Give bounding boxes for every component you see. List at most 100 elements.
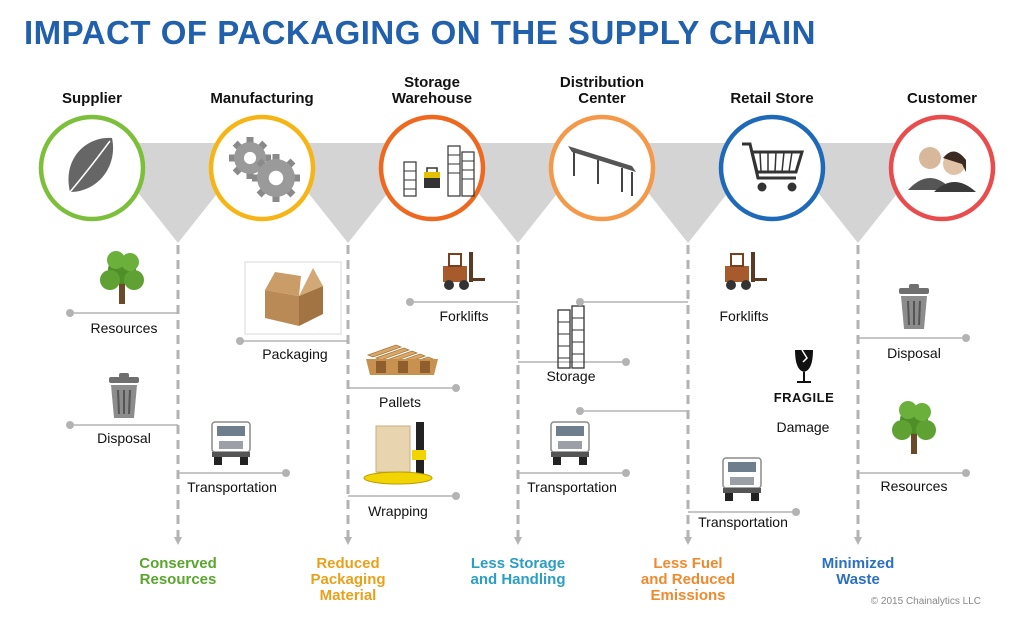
connector-dot (792, 508, 800, 516)
item-label: Resources (91, 320, 158, 336)
pallet-icon (366, 344, 438, 375)
box-front (265, 290, 299, 326)
conveyor-belt (568, 146, 636, 172)
connector-dot (576, 298, 584, 306)
person-hair (943, 151, 966, 172)
impact-item: Transportation (178, 421, 290, 495)
item-label: Damage (777, 419, 830, 435)
item-label: Transportation (187, 479, 277, 495)
stage-circle (548, 114, 656, 222)
cart-wire (788, 151, 793, 173)
cardboard-box-icon (244, 261, 342, 335)
stage-leaf: Supplier (38, 90, 146, 222)
gear-hole (243, 151, 257, 165)
box-flap (299, 268, 323, 296)
page-title: IMPACT OF PACKAGING ON THE SUPPLY CHAIN (24, 14, 817, 51)
trash-can-icon (898, 283, 930, 330)
fragile-icon: FRAGILE (774, 349, 835, 405)
connector-dot (406, 298, 414, 306)
copyright-text: © 2015 Chainalytics LLC (871, 596, 981, 607)
impact-item: Resources (858, 401, 970, 494)
box-side (299, 286, 323, 326)
column-1: ResourcesDisposalTransportationConserved… (66, 251, 290, 588)
connector-dot (282, 469, 290, 477)
connector-dot (236, 337, 244, 345)
rack (461, 151, 475, 197)
fragile-mark: FRAGILE (774, 390, 835, 405)
wrapper-carriage (412, 450, 426, 460)
column-2: PackagingPalletsWrappingReducedPackaging… (236, 261, 460, 604)
stage-label: Retail Store (730, 90, 813, 107)
connector-dot (962, 334, 970, 342)
cart-basket (750, 150, 805, 174)
trash-can-icon (108, 372, 140, 419)
item-label: Forklifts (440, 308, 489, 324)
leaf-vein (69, 140, 111, 193)
stage-label: Warehouse (392, 90, 472, 107)
conveyor-icon (568, 146, 636, 196)
stage-label: Distribution (560, 74, 644, 91)
gears-icon (229, 137, 300, 202)
cart-wheel (787, 182, 797, 192)
impact-item: Pallets (348, 344, 460, 410)
wrapped-load (375, 425, 411, 473)
connector-dot (962, 469, 970, 477)
connector-dot (622, 358, 630, 366)
outcome-line: Material (320, 587, 377, 604)
outcome-line: Emissions (650, 587, 725, 604)
cart-wire (759, 151, 762, 173)
connector-dot (452, 384, 460, 392)
impact-item: Packaging (236, 261, 348, 362)
connector-dot (622, 469, 630, 477)
outcome-line: Minimized (822, 555, 895, 572)
storage-rack-icon (557, 305, 585, 369)
outcome-line: Less Storage (471, 555, 565, 572)
rack (571, 305, 585, 369)
pallet-block (376, 361, 386, 373)
person-head (919, 147, 941, 169)
impact-item: Forklifts (406, 251, 518, 324)
wrapper-turntable (363, 471, 433, 485)
item-label: Pallets (379, 394, 421, 410)
impact-item: Forklifts (576, 251, 769, 324)
person-body (934, 182, 976, 192)
warehouse-icon (403, 145, 475, 197)
wrapper-mast (416, 422, 424, 474)
flow-arrows (174, 245, 862, 545)
outcome-line: Conserved (139, 555, 217, 572)
stage-label: Customer (907, 90, 977, 107)
gear-hole (268, 170, 284, 186)
item-label: Transportation (527, 479, 617, 495)
box-flap (265, 272, 301, 296)
forklift-top (424, 172, 440, 178)
item-label: Disposal (887, 345, 941, 361)
rack (403, 161, 417, 197)
outcome-line: Reduced (316, 555, 379, 572)
item-label: Forklifts (720, 308, 769, 324)
truck-icon (211, 421, 251, 466)
stage-people: Customer (888, 90, 996, 222)
cart-wire (781, 151, 785, 173)
impact-item: Transportation (688, 457, 800, 530)
stage-shopping-cart: Retail Store (718, 90, 826, 222)
item-label: Resources (881, 478, 948, 494)
shopping-cart-icon (742, 142, 805, 192)
item-label: Wrapping (368, 503, 428, 519)
impact-item: Transportation (518, 421, 630, 495)
item-label: Packaging (262, 346, 327, 362)
outcome-line: Resources (140, 571, 217, 588)
outcome-line: Less Fuel (653, 555, 722, 572)
tree-icon (892, 401, 936, 454)
impact-item: Disposal (66, 372, 178, 446)
forklift-icon (442, 251, 486, 291)
connector-dot (452, 492, 460, 500)
tree-icon (100, 251, 144, 304)
cart-wheel (757, 182, 767, 192)
